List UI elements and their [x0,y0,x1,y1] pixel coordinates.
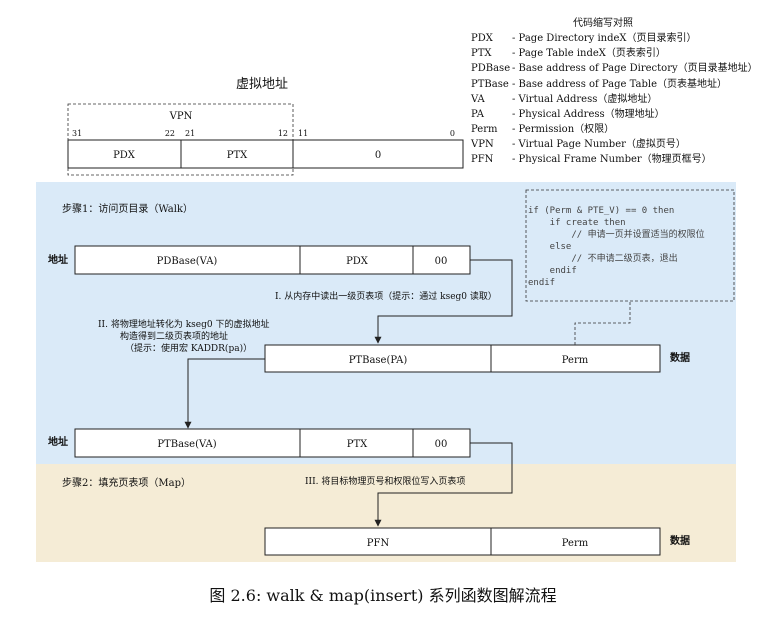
code-line-6: endif [528,266,577,276]
va-title: 虚拟地址 [236,77,288,92]
step2-title: 步骤2：填充页表项（Map） [62,476,191,489]
data-label-1: 数据 [670,351,690,364]
bit-21: 21 [185,129,195,138]
abbr-value-perm: - Permission（权限） [512,122,614,135]
code-line-1: if (Perm & PTE_V) == 0 then [528,206,674,216]
arrow-write-pte [374,442,513,527]
pte-data-pfn: PFN [367,538,390,549]
va-field-pdx: PDX [113,150,136,161]
note-1: I. 从内存中读出一级页表项（提示：通过 kseg0 读取） [275,290,497,302]
arrow-read-pde [374,259,513,344]
bit-0: 0 [450,129,455,138]
va-field-offset: 0 [375,150,381,161]
code-box [525,189,735,302]
pde-data-ptbase: PTBase(PA) [349,355,408,366]
pde-address-box [74,245,471,275]
step1-title: 步骤1：访问页目录（Walk） [62,202,193,215]
address-label-1: 地址 [48,253,68,266]
abbr-key-pdbase: PDBase [471,63,510,74]
abbr-key-vpn: VPN [470,139,494,150]
abbr-key-pfn: PFN [471,154,494,165]
arrow-kaddr [184,358,265,429]
abbr-value-va: - Virtual Address（虚拟地址） [512,92,657,105]
abbr-value-pdx: - Page Directory indeX（页目录索引） [512,31,697,44]
abbr-value-pa: - Physical Address（物理地址） [512,107,665,120]
pte-data-perm: Perm [562,538,589,549]
abbr-key-perm: Perm [471,124,498,135]
address-label-2: 地址 [48,435,68,448]
pte-data-box [264,527,661,556]
pde-data-perm: Perm [562,355,589,366]
vpn-label: VPN [169,111,193,122]
pde-field-pdbase: PDBase(VA) [157,256,218,267]
perm-to-code-connector [574,301,631,345]
note-2-line-2: 构造得到二级页表项的地址 [120,330,228,342]
abbr-key-ptx: PTX [471,48,492,59]
bit-31: 31 [72,129,82,138]
note-3: III. 将目标物理页号和权限位写入页表项 [305,475,465,487]
pde-field-pdx: PDX [346,256,369,267]
abbr-value-pdbase: - Base address of Page Directory（页目录基地址） [512,61,758,74]
bit-11: 11 [298,129,308,138]
pseudo-code: if (Perm & PTE_V) == 0 then if create th… [528,206,705,288]
bit-22: 22 [165,129,175,138]
abbr-value-vpn: - Virtual Page Number（虚拟页号） [512,137,686,150]
abbr-key-pdx: PDX [471,33,494,44]
abbr-value-ptx: - Page Table indeX（页表索引） [512,46,666,59]
pte-field-ptx: PTX [347,439,368,450]
pte-field-ptbase: PTBase(VA) [157,439,216,450]
code-line-4: else [528,242,571,252]
pte-field-00: 00 [435,439,448,450]
note-2-line-1: II. 将物理地址转化为 kseg0 下的虚拟地址 [98,318,269,330]
va-field-ptx: PTX [227,150,248,161]
va-box [67,139,464,169]
bit-12: 12 [278,129,288,138]
code-line-3: // 申请一页并设置适当的权限位 [528,228,705,240]
code-line-7: endif [528,278,555,288]
abbr-key-pa: PA [471,109,485,120]
abbr-title: 代码缩写对照 [573,16,633,29]
note-2-line-3: （提示：使用宏 KADDR(pa)） [125,342,252,354]
code-line-5: // 不申请二级页表，退出 [528,252,678,264]
abbr-key-ptbase: PTBase [471,79,509,90]
pte-address-box [74,428,471,458]
abbr-value-pfn: - Physical Frame Number（物理页框号） [512,152,712,165]
data-label-2: 数据 [670,534,690,547]
pde-data-box [264,344,661,373]
figure-caption: 图 2.6: walk & map(insert) 系列函数图解流程 [209,586,556,605]
pde-field-00: 00 [435,256,448,267]
abbr-value-ptbase: - Base address of Page Table（页表基地址） [512,77,727,90]
code-line-2: if create then [528,218,626,228]
abbr-key-va: VA [470,94,486,105]
abbr-table: PDX - Page Directory indeX（页目录索引） PTX - … [470,31,758,165]
